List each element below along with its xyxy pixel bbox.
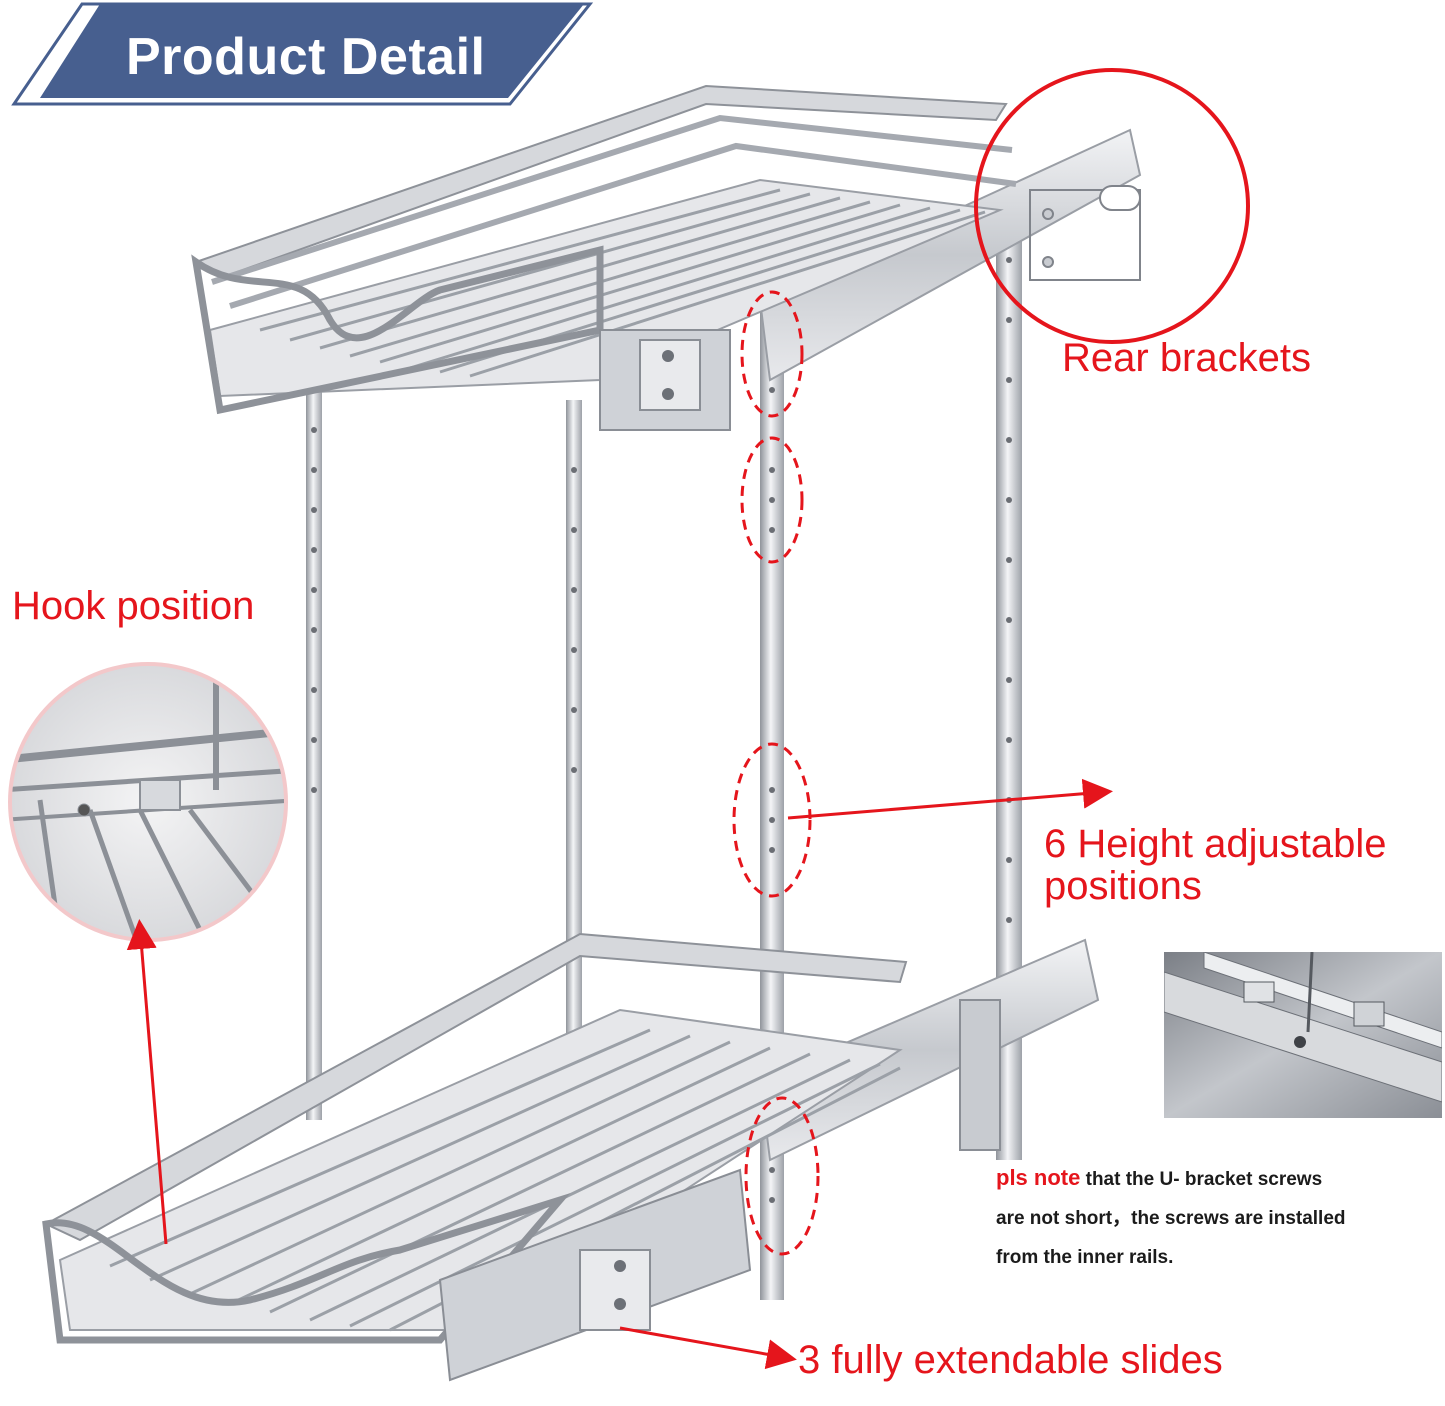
upper-basket [191,84,1142,431]
note-highlight: pls note [996,1165,1081,1190]
note-line1: that the U- bracket screws [1080,1169,1323,1190]
hook-position-label: Hook position [12,584,255,628]
height-markers [732,290,820,1256]
screw-detail-photo [1164,952,1442,1118]
lower-basket [42,932,1100,1382]
height-positions-label-line1: 6 Height adjustable [1044,822,1387,866]
note-line3: from the inner rails. [996,1247,1174,1268]
slides-label: 3 fully extendable slides [798,1338,1223,1382]
rear-brackets-circle [974,68,1250,344]
height-positions-label-line2: positions [1044,864,1202,908]
callout-arrows [126,778,1113,1370]
note-line2: are not short，the screws are installed [996,1208,1346,1229]
rear-brackets-label: Rear brackets [1062,336,1311,380]
screw-note: pls note that the U- bracket screws are … [996,1158,1436,1277]
banner [11,2,594,106]
page-title: Product Detail [126,28,486,86]
hook-zoom-circle [8,662,288,942]
